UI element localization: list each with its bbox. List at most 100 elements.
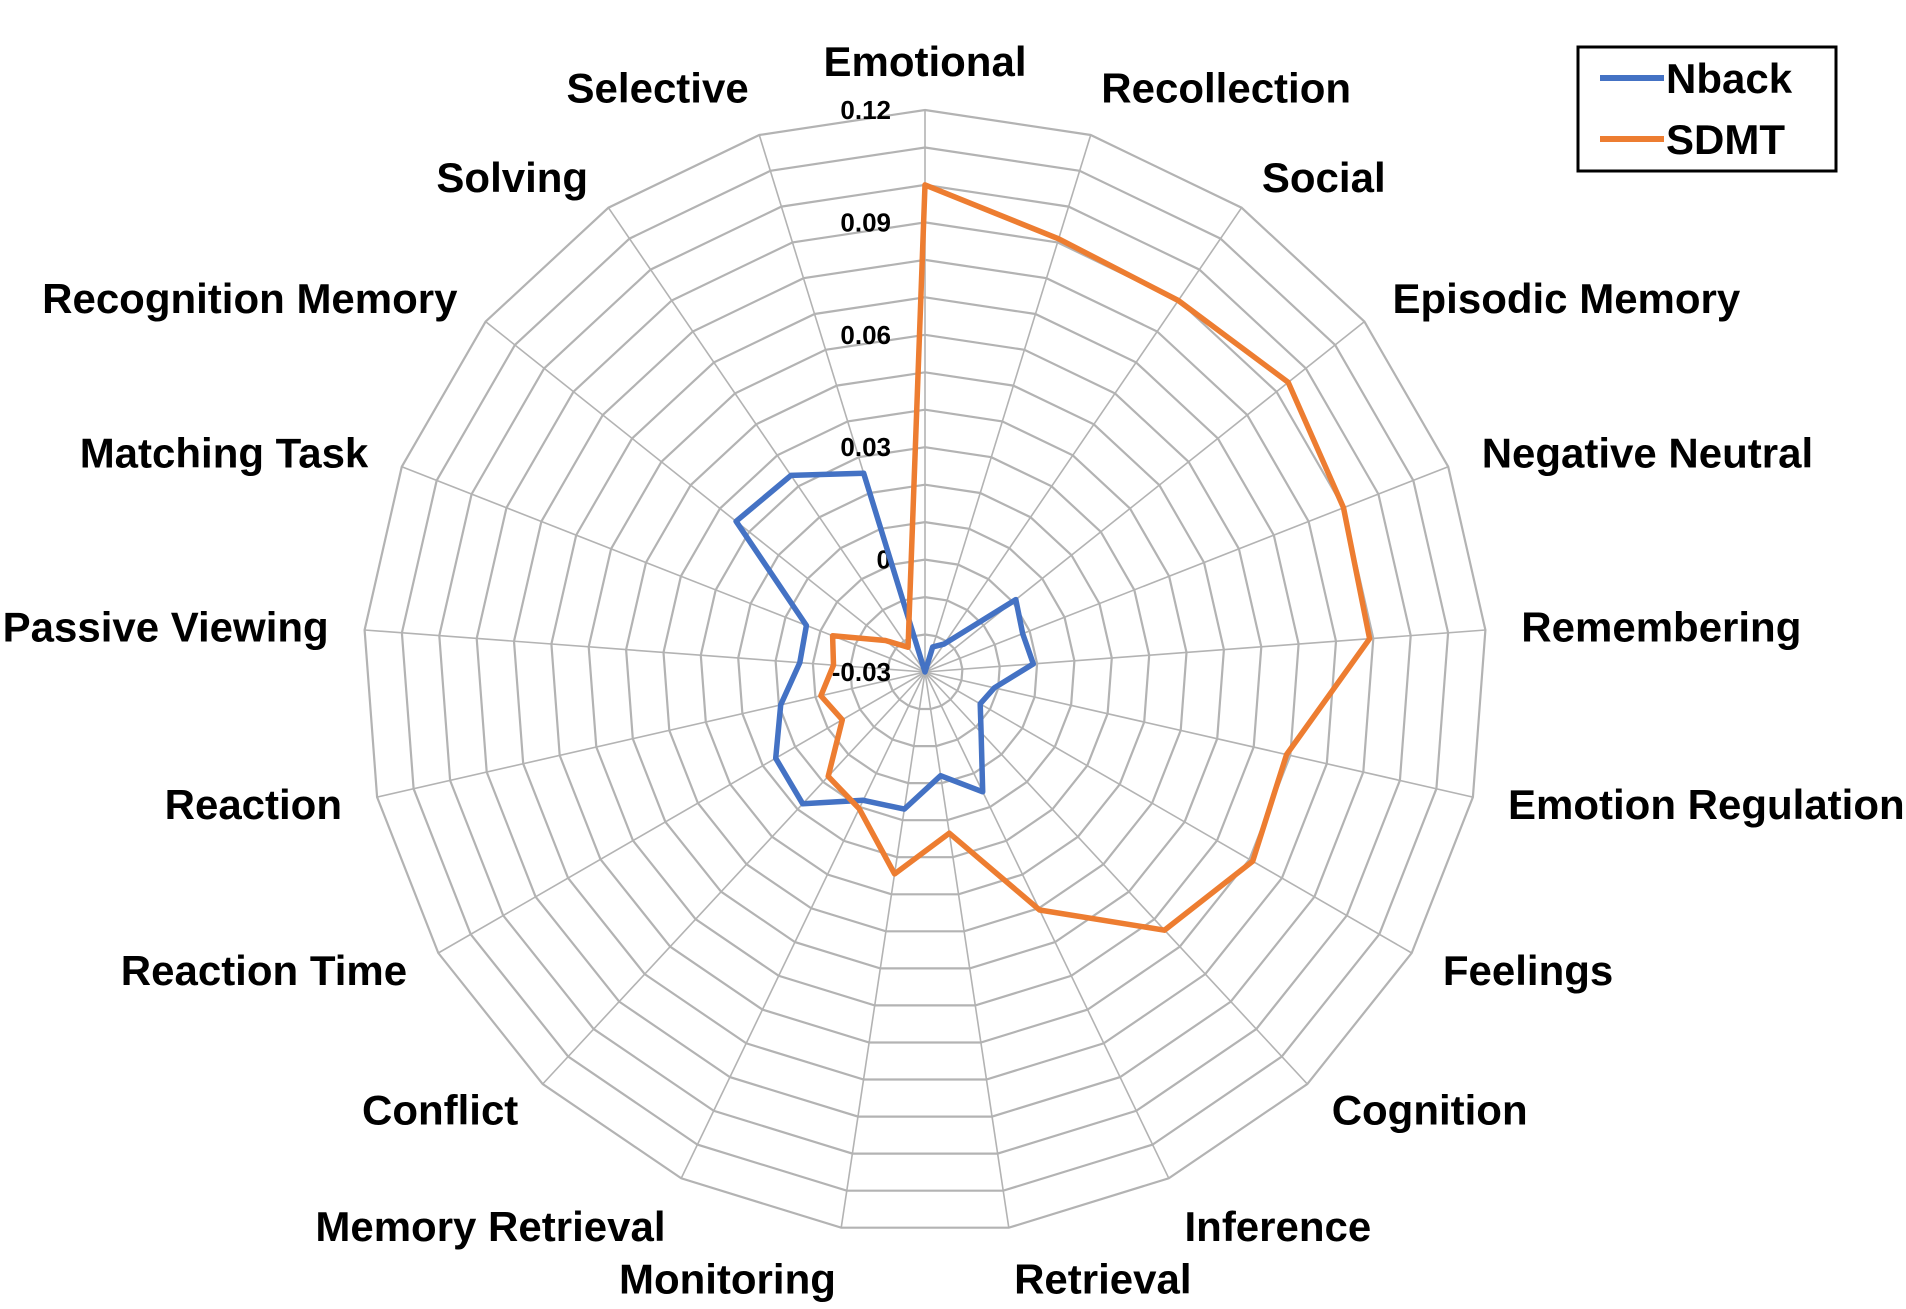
- grid-ring: [550, 296, 1300, 1044]
- data-point-nback-reaction: [779, 703, 783, 707]
- category-label-negative-neutral: Negative Neutral: [1482, 430, 1813, 477]
- data-point-nback-negative-neutral: [1021, 632, 1025, 636]
- radial-tick-label: 0.03: [840, 432, 891, 462]
- data-point-sdmt-episodic-memory: [1286, 380, 1290, 384]
- data-point-nback-remembering: [1031, 662, 1035, 666]
- grid-spoke-solving: [607, 207, 926, 673]
- category-label-remembering: Remembering: [1521, 603, 1801, 650]
- data-point-nback-recognition-memory: [734, 519, 738, 523]
- grid-ring: [587, 333, 1263, 1007]
- category-label-retrieval: Retrieval: [1014, 1255, 1191, 1302]
- legend-label-sdmt: SDMT: [1666, 116, 1785, 163]
- grid-spoke-recollection: [924, 134, 1092, 673]
- data-point-sdmt-emotional: [923, 183, 927, 187]
- data-point-nback-feelings: [978, 702, 982, 706]
- data-point-nback-social: [942, 642, 946, 646]
- category-label-emotion-regulation: Emotion Regulation: [1508, 781, 1905, 828]
- radial-tick-label: 0.12: [840, 95, 891, 125]
- data-point-nback-memory-retrieval: [861, 798, 865, 802]
- legend-label-nback: Nback: [1666, 55, 1793, 102]
- data-point-sdmt-reaction-time: [840, 718, 844, 722]
- grid-ring: [438, 183, 1412, 1155]
- grid-spoke-reaction-time: [437, 671, 926, 954]
- grid-ring: [886, 633, 964, 711]
- category-label-solving: Solving: [436, 154, 588, 201]
- radial-tick-label: 0.06: [840, 320, 891, 350]
- category-label-passive-viewing: Passive Viewing: [3, 603, 329, 650]
- data-point-sdmt-matching-task: [831, 634, 835, 638]
- series-line-nback: [733, 470, 1037, 812]
- data-point-sdmt-solving: [906, 645, 910, 649]
- category-label-recollection: Recollection: [1101, 65, 1351, 112]
- data-point-sdmt-feelings: [1251, 859, 1255, 863]
- data-point-nback-recollection: [931, 645, 935, 649]
- data-point-sdmt-social: [1176, 299, 1180, 302]
- grid-ring: [699, 446, 1151, 896]
- data-point-sdmt-selective: [907, 618, 911, 622]
- grid-spoke-inference: [924, 671, 1170, 1179]
- grid-ring: [512, 258, 1338, 1081]
- grid-spoke-negative-neutral: [924, 465, 1449, 673]
- grid-layer: [363, 108, 1487, 1229]
- legend-box: [1576, 45, 1838, 173]
- data-point-sdmt-recognition-memory: [884, 639, 887, 642]
- data-point-sdmt-cognition: [1163, 928, 1166, 932]
- data-point-sdmt-retrieval: [947, 831, 951, 835]
- grid-ring: [662, 408, 1188, 933]
- data-point-nback-retrieval: [939, 774, 943, 778]
- data-point-sdmt-passive-viewing: [832, 663, 835, 667]
- data-point-nback-reaction-time: [774, 756, 778, 760]
- grid-spoke-recognition-memory: [485, 320, 926, 673]
- category-label-recognition-memory: Recognition Memory: [42, 275, 458, 322]
- data-point-sdmt-inference: [1038, 908, 1042, 912]
- data-point-nback-emotion-regulation: [992, 686, 996, 690]
- category-label-inference: Inference: [1185, 1203, 1372, 1250]
- category-label-social: Social: [1262, 154, 1386, 201]
- grid-spoke-episodic-memory: [924, 320, 1365, 673]
- category-label-episodic-memory: Episodic Memory: [1393, 275, 1741, 322]
- data-point-sdmt-negative-neutral: [1342, 506, 1345, 510]
- category-label-monitoring: Monitoring: [619, 1255, 836, 1302]
- category-label-feelings: Feelings: [1443, 947, 1613, 994]
- data-point-sdmt-reaction: [819, 694, 823, 698]
- grid-spoke-reaction: [376, 671, 926, 798]
- category-label-reaction-time: Reaction Time: [121, 947, 407, 994]
- series-layer: [733, 182, 1373, 933]
- legend: Nback SDMT: [1576, 45, 1838, 173]
- category-label-matching-task: Matching Task: [80, 430, 369, 477]
- grid-spoke-feelings: [924, 671, 1413, 954]
- radial-tick-label: -0.03: [832, 657, 891, 687]
- grid-spoke-monitoring: [840, 671, 926, 1228]
- grid-spoke-social: [924, 207, 1243, 673]
- grid-ring: [363, 108, 1487, 1229]
- category-label-selective: Selective: [567, 65, 749, 112]
- data-point-sdmt-remembering: [1368, 637, 1372, 641]
- grid-spoke-conflict: [542, 671, 926, 1085]
- grid-spoke-cognition: [924, 671, 1308, 1085]
- data-point-nback-monitoring: [902, 807, 906, 811]
- data-point-nback-solving: [789, 473, 793, 477]
- category-label-cognition: Cognition: [1332, 1086, 1528, 1133]
- category-label-memory-retrieval: Memory Retrieval: [315, 1203, 665, 1250]
- data-point-sdmt-emotion-regulation: [1285, 753, 1289, 756]
- data-point-sdmt-memory-retrieval: [857, 807, 861, 811]
- series-line-sdmt: [818, 182, 1373, 933]
- data-point-nback-cognition: [979, 730, 983, 734]
- data-point-nback-emotional: [923, 670, 927, 674]
- radial-tick-label: 0.09: [840, 207, 891, 237]
- category-label-conflict: Conflict: [362, 1086, 518, 1133]
- category-label-emotional: Emotional: [823, 38, 1026, 85]
- grid-spoke-memory-retrieval: [680, 671, 926, 1179]
- data-point-sdmt-recollection: [1057, 237, 1061, 241]
- data-point-nback-passive-viewing: [798, 661, 802, 665]
- data-point-nback-selective: [862, 471, 866, 475]
- grid-spoke-retrieval: [924, 671, 1010, 1228]
- data-point-nback-matching-task: [804, 624, 808, 627]
- tick-layer: 0.120.090.060.030-0.03: [832, 95, 891, 687]
- data-point-nback-inference: [981, 790, 985, 794]
- grid-spoke-remembering: [924, 629, 1486, 673]
- grid-ring: [774, 520, 1076, 822]
- grid-ring: [737, 483, 1113, 859]
- grid-spoke-emotion-regulation: [924, 671, 1474, 798]
